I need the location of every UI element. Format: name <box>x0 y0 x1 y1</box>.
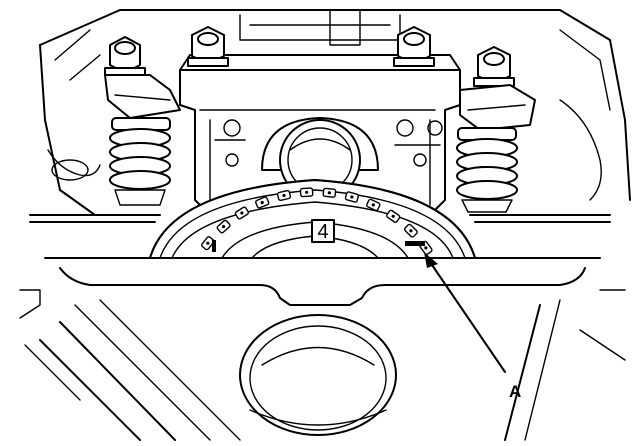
chain-pin <box>305 190 309 194</box>
rocker-arm-left <box>104 74 181 119</box>
head-cover-lower <box>19 257 626 441</box>
timing-mark-box <box>311 219 335 243</box>
chain-pin <box>409 229 413 233</box>
sprocket-icon: 4 <box>149 179 476 259</box>
chain-pin <box>240 211 244 215</box>
tdc-mark-left <box>212 240 216 252</box>
filler-opening <box>239 314 397 436</box>
chain-pin <box>260 200 264 205</box>
valve-spring-right <box>456 127 518 213</box>
chain-pin <box>391 214 395 218</box>
deck-line <box>29 214 611 223</box>
chain-pin <box>327 191 331 195</box>
bolt-right <box>473 46 515 87</box>
hex-bolt-icon <box>104 26 515 87</box>
timing-chain <box>201 187 433 256</box>
valve-spring-left <box>109 117 171 206</box>
chain-pin <box>206 241 210 245</box>
chain-pin <box>282 193 286 198</box>
tdc-mark-right <box>405 241 425 246</box>
gear-mark-number: 4 <box>317 221 328 243</box>
bolt-center-left <box>187 26 229 67</box>
chain-pin <box>424 246 428 250</box>
leader-arrow-icon <box>424 252 506 373</box>
callout-label-a: A <box>509 382 521 401</box>
bolt-left <box>104 36 146 76</box>
bolt-center-right <box>393 26 435 67</box>
chain-pin <box>371 203 375 207</box>
chain-pin <box>222 225 226 229</box>
cylinder-head-outline <box>39 9 631 216</box>
chain-pin <box>350 195 354 199</box>
rocker-arm-right <box>459 84 536 131</box>
